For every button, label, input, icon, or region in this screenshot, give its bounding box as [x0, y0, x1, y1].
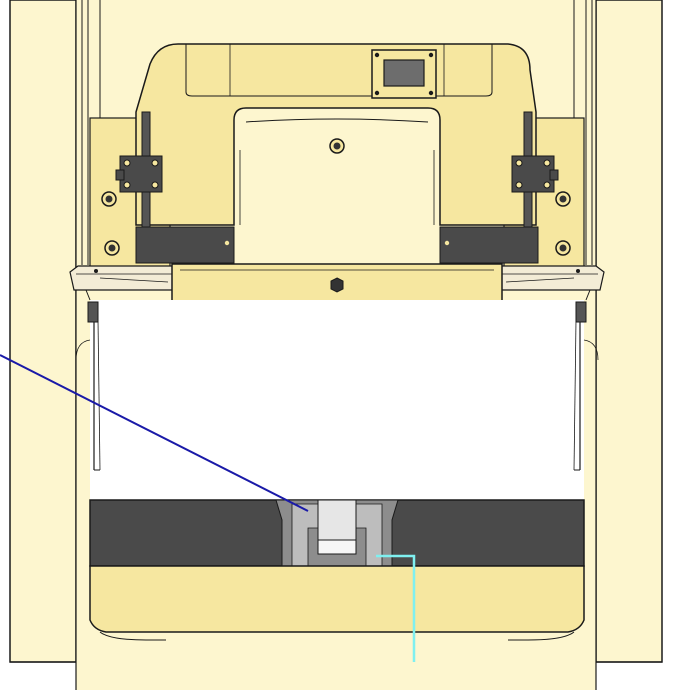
side-bolts — [101, 191, 571, 256]
right-shoulder-block — [439, 226, 539, 264]
shoulder-blocks — [135, 226, 539, 264]
bed-body — [89, 565, 585, 633]
right-clamp-block — [511, 155, 559, 193]
left-shoulder-block — [135, 226, 235, 264]
work-area — [75, 300, 599, 500]
left-upright — [9, 0, 77, 663]
display-window — [371, 49, 437, 99]
platen-center-nut — [330, 277, 344, 293]
bottom-bed — [89, 565, 585, 641]
right-upright — [595, 0, 663, 663]
leader-line-cyan — [376, 554, 416, 662]
lower-die-block — [89, 499, 585, 567]
left-clamp-block — [115, 155, 163, 193]
leader-lines — [0, 354, 416, 662]
leader-line-navy — [0, 354, 309, 512]
display-screen — [383, 59, 425, 87]
center-platen — [171, 263, 503, 305]
head-center-bolt — [329, 138, 345, 154]
